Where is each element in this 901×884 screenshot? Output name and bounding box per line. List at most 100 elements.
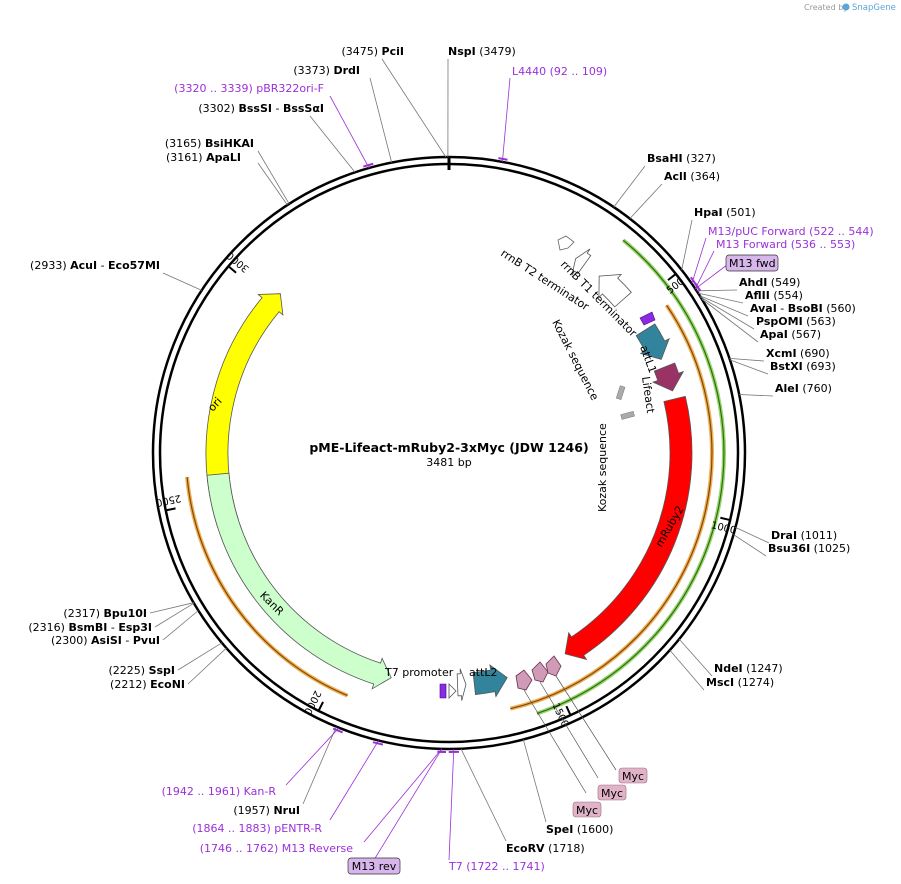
enzyme-label-bsahi: BsaHI (327): [647, 152, 716, 165]
tick-mark-2500: [165, 507, 176, 512]
label-part: -: [107, 621, 118, 634]
leader-m13rev: [363, 748, 443, 843]
myc-box-1: [618, 767, 648, 784]
kozak-mark-2: [620, 410, 635, 420]
label-part: (92 .. 109): [546, 65, 607, 78]
attl2-label: attL2: [469, 666, 498, 679]
tick-mark-1500: [565, 705, 572, 716]
label-part: (522 .. 544): [806, 225, 874, 238]
myc-label-1: Myc: [622, 770, 644, 783]
label-part: (3479): [476, 45, 516, 58]
tick-mark-3000: [227, 265, 237, 274]
label-part: M13 fwd: [729, 257, 776, 270]
label-part: Eco57MI: [108, 259, 160, 272]
myc-leader-2: [539, 681, 599, 779]
label-part: (1942 .. 1961) Kan-R: [162, 785, 277, 798]
leader-t7: [448, 748, 455, 861]
primer-label-t7: T7 (1722 .. 1741): [448, 860, 545, 873]
label-part: (3165): [165, 137, 205, 150]
primer-label-m13puc: M13/pUC Forward (522 .. 544): [708, 225, 874, 238]
myc-tag-arrows: [515, 655, 562, 691]
enzyme-label-ecorv: EcoRV (1718): [506, 842, 585, 855]
leader-l4440: [502, 77, 511, 162]
label-part: (1722 .. 1741): [463, 860, 545, 873]
enzyme-label-xcmi: XcmI (690): [766, 347, 830, 360]
label-part: (536 .. 553): [787, 238, 855, 251]
label-part: (1864 .. 1883) pENTR-R: [192, 822, 322, 835]
label-part: (1247): [743, 662, 783, 675]
label-part: (2225): [108, 664, 148, 677]
enzyme-label-acui: (2933) AcuI - Eco57MI: [30, 259, 160, 272]
label-part: M13 Forward: [716, 238, 787, 251]
label-part: (2212): [110, 678, 150, 691]
t7-promoter-label: T7 promoter: [384, 666, 454, 679]
tick-label-1000: 1000: [710, 520, 737, 537]
leader-xcmi: [729, 358, 765, 362]
label-part: XcmI: [766, 347, 797, 360]
lac-operator-mark: [639, 311, 656, 326]
label-part: (560): [823, 302, 856, 315]
label-part: MscI: [706, 676, 734, 689]
label-part: (693): [803, 360, 836, 373]
primer-site-l4440: [498, 157, 508, 161]
label-part: -: [777, 302, 788, 315]
label-part: HpaI: [694, 206, 723, 219]
label-part: (1011): [797, 529, 837, 542]
myc-box-2: [597, 784, 627, 801]
label-part: BssSαI: [283, 102, 324, 115]
plasmid-size: 3481 bp: [426, 456, 471, 469]
kozak-label-2: Kozak sequence: [596, 423, 609, 512]
label-part: DraI: [771, 529, 797, 542]
label-part: T7: [448, 860, 463, 873]
leader-alei: [739, 394, 774, 397]
label-part: AclI: [664, 170, 687, 183]
enzyme-label-alei: AleI (760): [775, 382, 832, 395]
label-part: BsmBI: [68, 621, 107, 634]
primer-site-kanr-p: [332, 727, 344, 734]
orange-feature-arc-left-core: [186, 477, 348, 697]
label-part: (567): [788, 328, 821, 341]
leader-bstxi: [729, 359, 769, 375]
feature-kanr: [206, 472, 392, 690]
leader-pspomi: [700, 296, 755, 330]
label-part: BsaHI: [647, 152, 683, 165]
label-part: (3161): [166, 151, 206, 164]
credit-prefix: Created by: [804, 3, 848, 12]
label-part: (1718): [545, 842, 585, 855]
enzyme-label-nspi: NspI (3479): [448, 45, 516, 58]
enzyme-label-ndei: NdeI (1247): [714, 662, 783, 675]
label-part: AleI: [775, 382, 799, 395]
leader-bpu10i: [149, 602, 194, 614]
label-part: EcoRV: [506, 842, 545, 855]
enzyme-label-pcii: (3475) PciI: [341, 45, 404, 58]
label-part: -: [272, 102, 283, 115]
leader-bsu36i: [733, 534, 767, 557]
label-part: Esp3I: [118, 621, 152, 634]
primer-label-m13fwd: M13 Forward (536 .. 553): [716, 238, 855, 251]
label-part: (1746 .. 1762) M13 Reverse: [200, 842, 353, 855]
label-part: BssSI: [238, 102, 272, 115]
feature-rrnbt2: [571, 248, 592, 276]
t7-promoter-mark-purple: [439, 683, 447, 699]
enzyme-label-bsssi: (3302) BssSI - BssSαI: [198, 102, 324, 115]
credit-brand: SnapGene: [852, 3, 896, 13]
primer-label-pbr322ori: (3320 .. 3339) pBR322ori-F: [174, 82, 324, 95]
primer-label-l4440: L4440 (92 .. 109): [512, 65, 607, 78]
tick-label-2500: 2500: [155, 492, 182, 508]
enzyme-label-bpu10i: (2317) Bpu10I: [63, 607, 147, 620]
enzyme-label-asisi: (2300) AsiSI - PvuI: [51, 634, 160, 647]
label-part: AflII: [745, 289, 770, 302]
enzyme-label-msci: MscI (1274): [706, 676, 774, 689]
myc-label-2: Myc: [601, 787, 623, 800]
label-part: (2317): [63, 607, 103, 620]
enzyme-label-apali: (3161) ApaLI: [166, 151, 241, 164]
leader-m13fwdbox: [695, 264, 728, 290]
myc-arrow-3: [545, 655, 562, 677]
label-part: (2300): [51, 634, 91, 647]
label-part: -: [122, 634, 133, 647]
leader-bsahi: [613, 165, 646, 208]
label-part: (690): [797, 347, 830, 360]
primer-label-kanr-p: (1942 .. 1961) Kan-R: [162, 785, 277, 798]
tick-mark-500: [667, 273, 677, 281]
